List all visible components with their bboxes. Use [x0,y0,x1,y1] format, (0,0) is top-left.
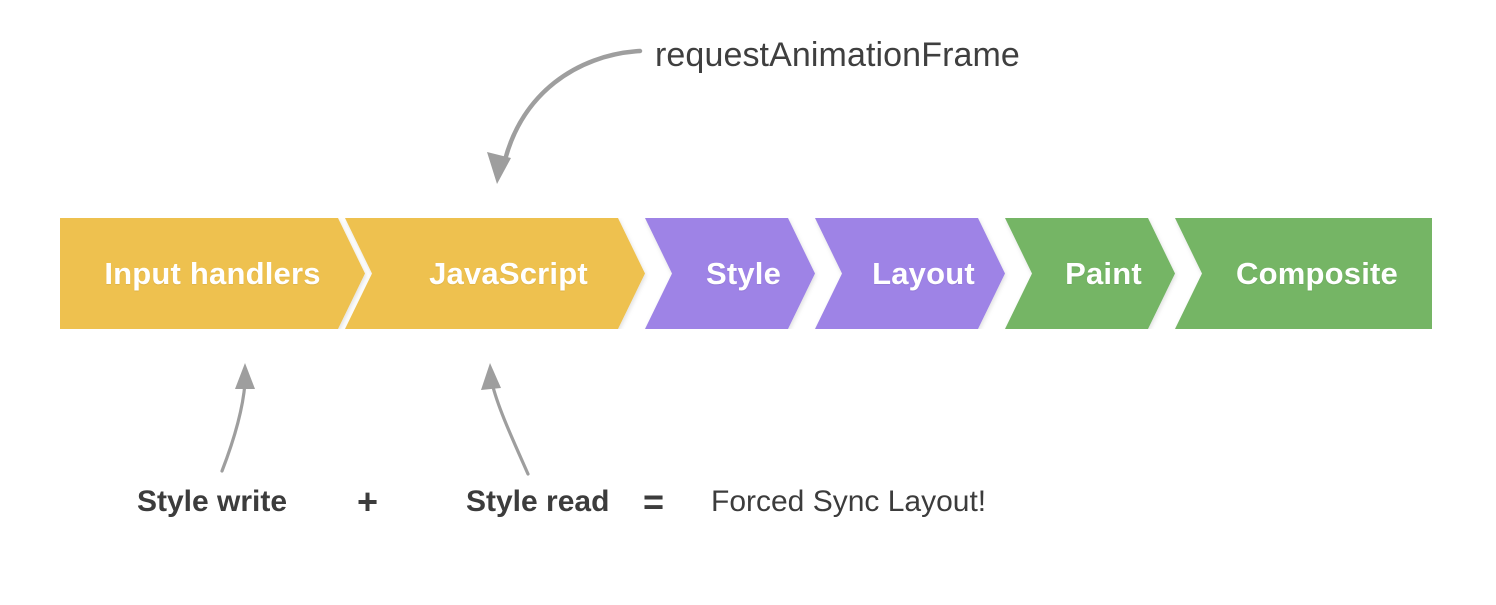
style-read-arrow [481,363,530,476]
equation-term-style-write: Style write [137,485,288,518]
stage-label-composite: Composite [1236,255,1398,291]
stage-paint[interactable]: Paint [1032,218,1175,329]
stage-input-handlers[interactable]: Input handlers [60,218,365,329]
stage-composite[interactable]: Composite [1202,218,1432,329]
frame-pipeline: Input handlers JavaScript Style Layout P… [60,218,1432,329]
stage-label-style: Style [705,255,782,291]
equation-operator-plus: + [357,481,379,522]
stage-label-input-handlers: Input handlers [104,255,321,291]
stage-label-layout: Layout [872,255,975,291]
stage-label-paint: Paint [1065,255,1142,291]
equation-term-style-read: Style read [466,485,610,518]
forced-sync-layout-equation: Style write + Style read = Forced Sync L… [0,480,1496,530]
pipeline-shapes [60,218,1432,329]
stage-style[interactable]: Style [672,218,815,329]
stage-shape-layout[interactable] [815,218,1005,329]
style-write-arrow [220,363,255,473]
equation-result-forced-sync-layout: Forced Sync Layout! [711,485,987,518]
stage-shape-composite[interactable] [1175,218,1432,329]
stage-label-javascript: JavaScript [429,255,588,291]
stage-shape-input-handlers[interactable] [60,218,365,329]
stage-shape-javascript[interactable] [345,218,645,329]
stage-layout[interactable]: Layout [842,218,1005,329]
request-animation-frame-label: requestAnimationFrame [655,36,1020,74]
stage-javascript[interactable]: JavaScript [372,218,645,329]
raf-pointer-arrow [487,48,643,184]
equation-operator-equals: = [643,481,665,522]
stage-shape-paint[interactable] [1005,218,1175,329]
stage-shape-style[interactable] [645,218,815,329]
